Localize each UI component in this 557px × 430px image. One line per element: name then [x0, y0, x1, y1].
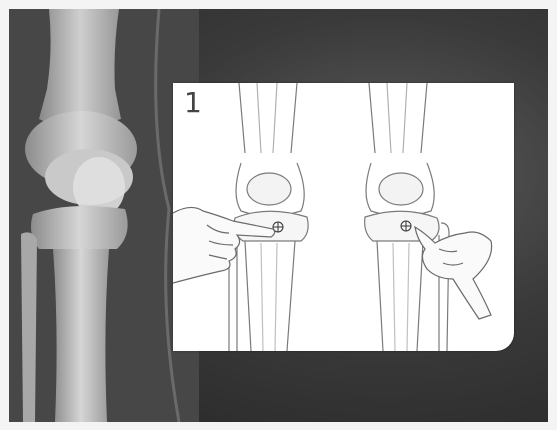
- pointing-hand-icon: [415, 227, 492, 319]
- instruction-panel: 1: [173, 83, 514, 351]
- crosshair-marker-icon: [401, 221, 411, 231]
- left-knee-diagram: [229, 83, 308, 351]
- slide: 1: [9, 9, 548, 422]
- right-knee-diagram: [365, 83, 449, 351]
- knee-skeleton-illustration: [9, 9, 199, 422]
- step-number: 1: [184, 89, 202, 117]
